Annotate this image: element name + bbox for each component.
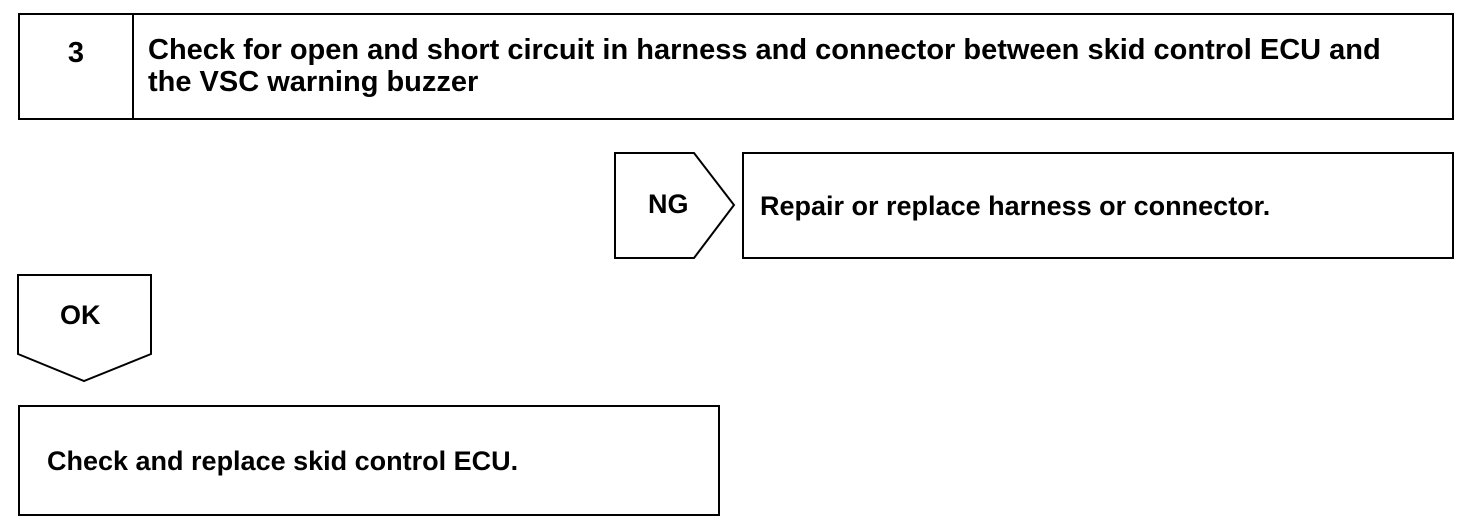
ok-action-text: Check and replace skid control ECU. xyxy=(47,446,519,476)
step-description: Check for open and short circuit in harn… xyxy=(148,34,1381,98)
ng-action-box: Repair or replace harness or connector. xyxy=(742,152,1454,259)
ok-action-box: Check and replace skid control ECU. xyxy=(18,405,720,516)
step-box: 3 Check for open and short circuit in ha… xyxy=(18,13,1454,120)
ok-label: OK xyxy=(60,300,101,330)
ok-arrow-tag xyxy=(17,274,152,383)
ng-label: NG xyxy=(648,189,689,219)
ng-action-text: Repair or replace harness or connector. xyxy=(760,191,1271,221)
step-number: 3 xyxy=(20,15,134,118)
